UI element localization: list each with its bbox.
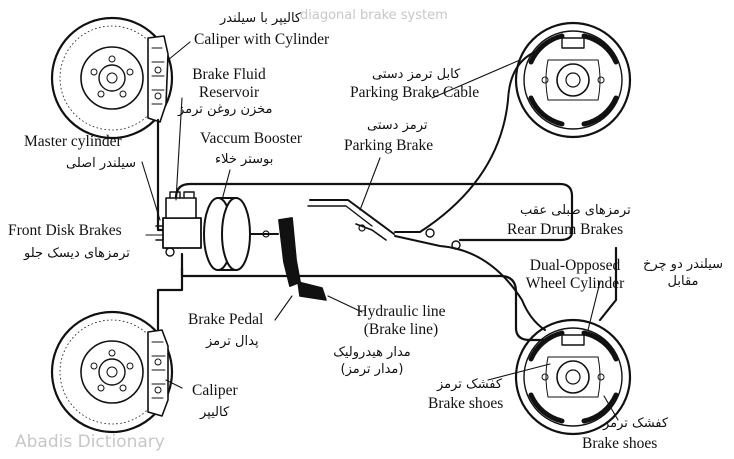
brake-pedal-label: Brake Pedal [188, 311, 264, 328]
caliper-with-cylinder-label-fa: کالیپر با سیلندر [220, 11, 302, 26]
brake-fluid-reservoir-label: Brake Fluid Reservoir [192, 66, 266, 101]
parking-brake-label-fa: ترمز دستی [367, 118, 428, 133]
front-disk-brake-bottom [50, 310, 174, 434]
brake-pedal [278, 217, 327, 301]
vacuum-booster [203, 197, 279, 271]
parking-brake-label: Parking Brake [344, 137, 434, 154]
master-cylinder-label: Master cylinder [24, 133, 122, 150]
brake-shoes-label-2: Brake shoes [582, 435, 658, 452]
dual-opposed-wheel-cylinder-label-fa: سیلندر دو چرخ مقابل [642, 257, 724, 289]
vacuum-booster-label-fa: بوستر خلاء [215, 152, 274, 167]
front-disk-brakes-label: Front Disk Brakes [8, 222, 122, 239]
hydraulic-line-label-fa: مدار هیدرولیک (مدار ترمز) [333, 345, 411, 377]
master-cylinder-label-fa: سیلندر اصلی [66, 156, 137, 171]
brake-shoes-label-fa-1: کفشک ترمز [437, 377, 503, 392]
caliper-label-fa: کالیپر [200, 405, 230, 420]
master-cylinder [155, 191, 202, 257]
brake-fluid-reservoir-label-fa: مخزن روغن ترمز [178, 102, 273, 117]
vacuum-booster-label: Vaccum Booster [200, 130, 303, 147]
parking-brake-cable-label-fa: کابل ترمز دستی [372, 67, 461, 82]
hydraulic-line-label: Hydraulic line (Brake line) [356, 303, 446, 338]
parking-brake-cable-label: Parking Brake Cable [350, 84, 480, 101]
rear-drum-brake-bottom [514, 318, 632, 436]
rear-drum-brakes-label: Rear Drum Brakes [507, 221, 624, 238]
caliper-label: Caliper [192, 382, 238, 399]
parking-brake-lever [307, 199, 395, 241]
brake-pedal-label-fa: پدال ترمز [206, 334, 259, 349]
dual-opposed-wheel-cylinder-label: Dual-Opposed Wheel Cylinder [525, 257, 625, 292]
brake-shoes-label-fa-2: کفشک ترمز [603, 416, 669, 431]
front-disk-brake-top [50, 16, 174, 140]
watermark-bottom: Abadis Dictionary [15, 432, 165, 452]
watermark-top: diagonal brake system [300, 8, 448, 23]
parking-brake-cables [394, 49, 546, 331]
caliper-with-cylinder-label: Caliper with Cylinder [194, 31, 330, 48]
rear-drum-brakes-label-fa: ترمزهای طبلی عقب [520, 203, 631, 218]
brake-shoes-label-1: Brake shoes [428, 395, 504, 412]
leader-lines [141, 41, 619, 421]
rear-drum-brake-top [514, 21, 632, 139]
front-disk-brakes-label-fa: ترمزهای دیسک جلو [24, 246, 130, 261]
